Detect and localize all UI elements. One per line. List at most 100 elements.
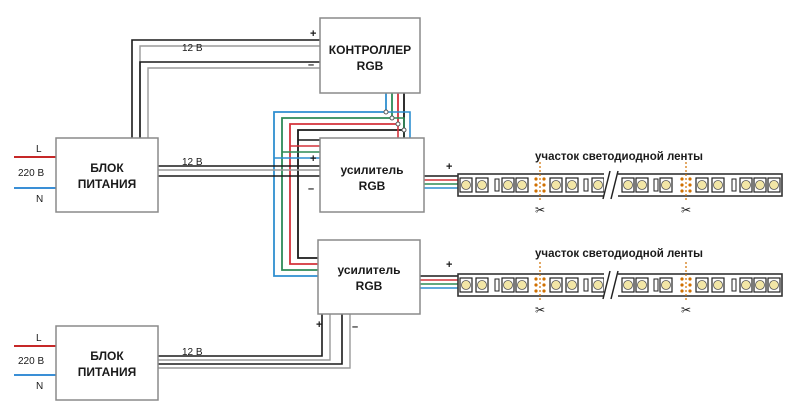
solder-pad bbox=[534, 189, 538, 193]
strip-break-gap bbox=[604, 170, 618, 200]
resistor bbox=[494, 178, 500, 192]
solder-pad bbox=[688, 277, 692, 281]
led-emitter bbox=[503, 280, 513, 290]
mains-voltage-label-top: 220 В bbox=[18, 168, 44, 179]
solder-pad bbox=[542, 183, 546, 187]
led-emitter bbox=[697, 180, 707, 190]
solder-pad bbox=[542, 277, 546, 281]
solder-pad bbox=[534, 277, 538, 281]
led-emitter bbox=[769, 180, 779, 190]
led-strip-bottom: ✂✂ bbox=[457, 262, 783, 317]
led-emitter bbox=[461, 280, 471, 290]
mains-N-label-bottom: N bbox=[36, 381, 43, 392]
resistor bbox=[583, 178, 589, 192]
solder-pad bbox=[534, 177, 538, 181]
amp2-output-wires bbox=[420, 275, 458, 289]
solder-pad bbox=[542, 177, 546, 181]
solder-pad bbox=[680, 289, 684, 293]
power-supply-top-label-line2: ПИТАНИЯ bbox=[78, 177, 136, 191]
solder-pad bbox=[534, 183, 538, 187]
resistor bbox=[494, 278, 500, 292]
amp2-minus-label: – bbox=[352, 321, 358, 333]
strip-break-mark bbox=[602, 270, 611, 300]
wire-voltage-label-mid: 12 В bbox=[182, 157, 203, 168]
controller-plus-label: + bbox=[310, 28, 316, 40]
amp2-out-plus-label: + bbox=[446, 259, 452, 271]
amplifier-top-label-line1: усилитель bbox=[341, 163, 404, 177]
led-emitter bbox=[517, 180, 527, 190]
resistor bbox=[731, 178, 737, 192]
mains-voltage-label-bottom: 220 В bbox=[18, 356, 44, 367]
solder-pad bbox=[534, 289, 538, 293]
led-strip-top: ✂✂ bbox=[457, 162, 783, 217]
led-emitter bbox=[637, 180, 647, 190]
strip-break-mark bbox=[602, 170, 611, 200]
mains-wires-top bbox=[14, 156, 56, 189]
amp1-out-plus-label: + bbox=[446, 161, 452, 173]
mains-N-label-top: N bbox=[36, 194, 43, 205]
solder-pad bbox=[688, 177, 692, 181]
led-emitter bbox=[623, 280, 633, 290]
mains-L-label-top: L bbox=[36, 144, 42, 155]
strip-top-title: участок светодиодной ленты bbox=[535, 151, 703, 163]
wire-ps1-to-amp1 bbox=[158, 165, 320, 177]
scissors-icon: ✂ bbox=[535, 303, 545, 317]
solder-pad bbox=[680, 183, 684, 187]
strip-break-mark bbox=[610, 270, 619, 300]
solder-pad bbox=[680, 283, 684, 287]
led-emitter bbox=[477, 280, 487, 290]
led-emitter bbox=[661, 180, 671, 190]
scissors-icon: ✂ bbox=[535, 203, 545, 217]
solder-pad bbox=[542, 289, 546, 293]
led-emitter bbox=[567, 180, 577, 190]
controller-label-line1: КОНТРОЛЛЕР bbox=[329, 43, 411, 57]
strip-bottom-title: участок светодиодной ленты bbox=[535, 248, 703, 260]
led-emitter bbox=[741, 280, 751, 290]
led-emitter bbox=[623, 180, 633, 190]
led-emitter bbox=[637, 280, 647, 290]
mains-wires-bottom bbox=[14, 345, 56, 376]
resistor bbox=[731, 278, 737, 292]
led-emitter bbox=[713, 180, 723, 190]
amp2-plus-label: + bbox=[316, 319, 322, 331]
led-emitter bbox=[713, 280, 723, 290]
solder-pad bbox=[680, 177, 684, 181]
led-emitter bbox=[593, 180, 603, 190]
led-emitter bbox=[697, 280, 707, 290]
power-supply-top-box: БЛОК ПИТАНИЯ bbox=[55, 137, 159, 213]
solder-pad bbox=[542, 189, 546, 193]
led-emitter bbox=[517, 280, 527, 290]
power-supply-bottom-label-line1: БЛОК bbox=[90, 349, 124, 363]
resistor bbox=[653, 278, 659, 292]
strip-break-gap bbox=[604, 270, 618, 300]
solder-pad bbox=[534, 283, 538, 287]
strip-break-mark bbox=[610, 170, 619, 200]
led-emitter bbox=[741, 180, 751, 190]
mains-L-label-bottom: L bbox=[36, 333, 42, 344]
led-emitter bbox=[661, 280, 671, 290]
amplifier-bottom-label-line2: RGB bbox=[356, 279, 383, 293]
solder-pad bbox=[688, 283, 692, 287]
solder-pad bbox=[688, 189, 692, 193]
led-emitter bbox=[551, 180, 561, 190]
controller-box: КОНТРОЛЛЕР RGB bbox=[319, 17, 421, 94]
solder-pad bbox=[680, 189, 684, 193]
power-supply-top-label-line1: БЛОК bbox=[90, 161, 124, 175]
solder-pad bbox=[542, 283, 546, 287]
rgb-bus-wires bbox=[273, 93, 411, 277]
scissors-icon: ✂ bbox=[681, 203, 691, 217]
led-emitter bbox=[769, 280, 779, 290]
resistor bbox=[653, 178, 659, 192]
wire-voltage-label-bottom: 12 В bbox=[182, 347, 203, 358]
solder-pad bbox=[680, 277, 684, 281]
resistor bbox=[583, 278, 589, 292]
wire-ps1-to-controller bbox=[131, 39, 320, 138]
scissors-icon: ✂ bbox=[681, 303, 691, 317]
amplifier-top-box: усилитель RGB bbox=[319, 137, 425, 213]
led-emitter bbox=[755, 280, 765, 290]
led-emitter bbox=[593, 280, 603, 290]
amp1-minus-label: – bbox=[308, 183, 314, 195]
led-emitter bbox=[567, 280, 577, 290]
led-emitter bbox=[503, 180, 513, 190]
power-supply-bottom-box: БЛОК ПИТАНИЯ bbox=[55, 325, 159, 401]
